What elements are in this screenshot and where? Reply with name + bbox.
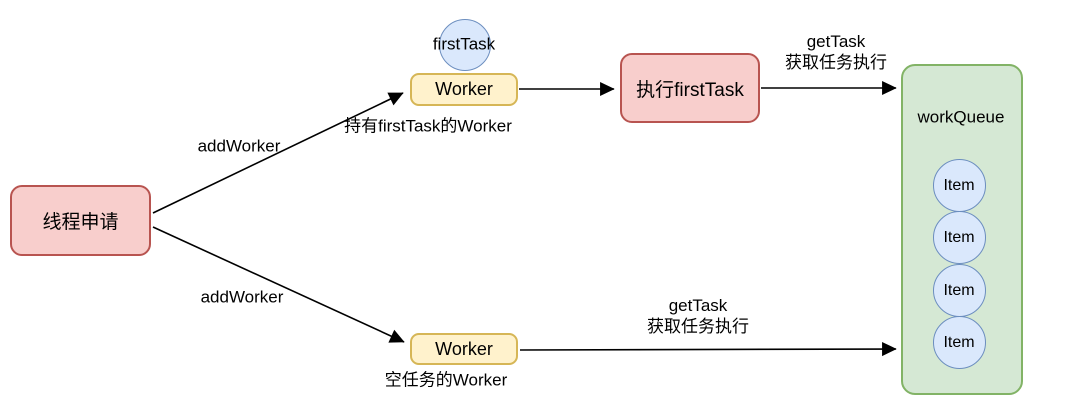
queue-item-label: Item	[943, 282, 975, 299]
edge-label-addworker-bottom: addWorker	[200, 287, 284, 307]
queue-item-circle	[933, 159, 986, 212]
edge-label-addworker-top: addWorker	[197, 136, 281, 156]
edge-label-gettask-top: getTask 获取任务执行	[785, 31, 887, 74]
annotation-worker-bottom: 空任务的Worker	[384, 370, 508, 390]
queue-item-label: Item	[943, 229, 975, 246]
first-task-label: firstTask	[432, 34, 496, 54]
queue-item-circle	[933, 316, 986, 369]
edge-addworker-top	[152, 92, 404, 214]
edge-label-gettask-top-line1: getTask	[806, 31, 866, 51]
node-exec-first-task: 执行firstTask	[620, 53, 760, 123]
edge-label-gettask-top-line2: 获取任务执行	[785, 53, 887, 72]
annotation-worker-top: 持有firstTask的Worker	[344, 116, 512, 136]
edge-addworker-bottom	[152, 226, 405, 343]
queue-item-circle	[933, 211, 986, 264]
node-worker-top: Worker	[410, 73, 518, 106]
edge-label-gettask-bottom-line2: 获取任务执行	[647, 317, 749, 336]
node-thread-request: 线程申请	[10, 185, 151, 256]
edge-label-gettask-bottom-line1: getTask	[668, 295, 728, 315]
queue-item-circle	[933, 264, 986, 317]
work-queue-label: workQueue	[917, 107, 1005, 127]
queue-item-label: Item	[943, 334, 975, 351]
node-worker-bottom: Worker	[410, 333, 518, 365]
edge-gettask-bottom	[519, 341, 897, 357]
queue-item-label: Item	[943, 177, 975, 194]
edge-label-gettask-bottom: getTask 获取任务执行	[647, 295, 749, 338]
first-task-circle	[439, 19, 491, 71]
